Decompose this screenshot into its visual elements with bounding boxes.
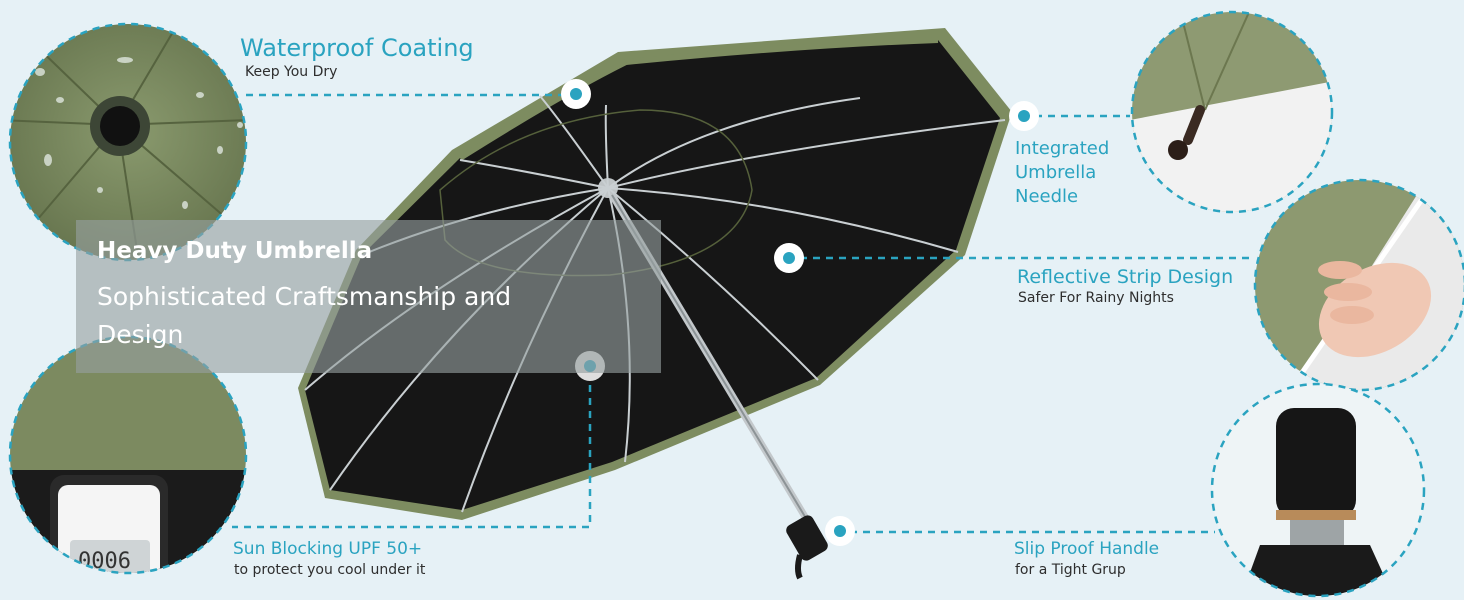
needle-label-line-2: Umbrella [1015,162,1097,183]
needle-label-line-3: Needle [1015,186,1079,207]
detail-handle-closeup [1212,384,1424,596]
needle-label-line-1: Integrated [1015,138,1110,159]
reflective-subtitle: Safer For Rainy Nights [1018,290,1174,306]
handle-subtitle: for a Tight Grup [1015,562,1126,578]
callout-lines [232,93,1255,534]
hero-subtitle: Sophisticated Craftsmanship and Design [97,282,512,349]
umbrella-handle [786,515,828,580]
waterproof-subtitle: Keep You Dry [245,64,338,80]
sun-title: Sun Blocking UPF 50+ [233,539,423,559]
callout-markers [561,79,1039,546]
reflective-title: Reflective Strip Design [1017,266,1234,288]
hero-banner: Heavy Duty Umbrella Sophisticated Crafts… [76,220,661,373]
detail-needle-closeup [1132,12,1332,212]
sun-subtitle: to protect you cool under it [234,562,426,578]
hero-title: Heavy Duty Umbrella [97,238,373,264]
needle-label: Integrated Umbrella Needle [1015,137,1109,209]
waterproof-title: Waterproof Coating [240,34,474,62]
detail-reflective-closeup [1255,180,1464,390]
handle-title: Slip Proof Handle [1014,539,1160,559]
